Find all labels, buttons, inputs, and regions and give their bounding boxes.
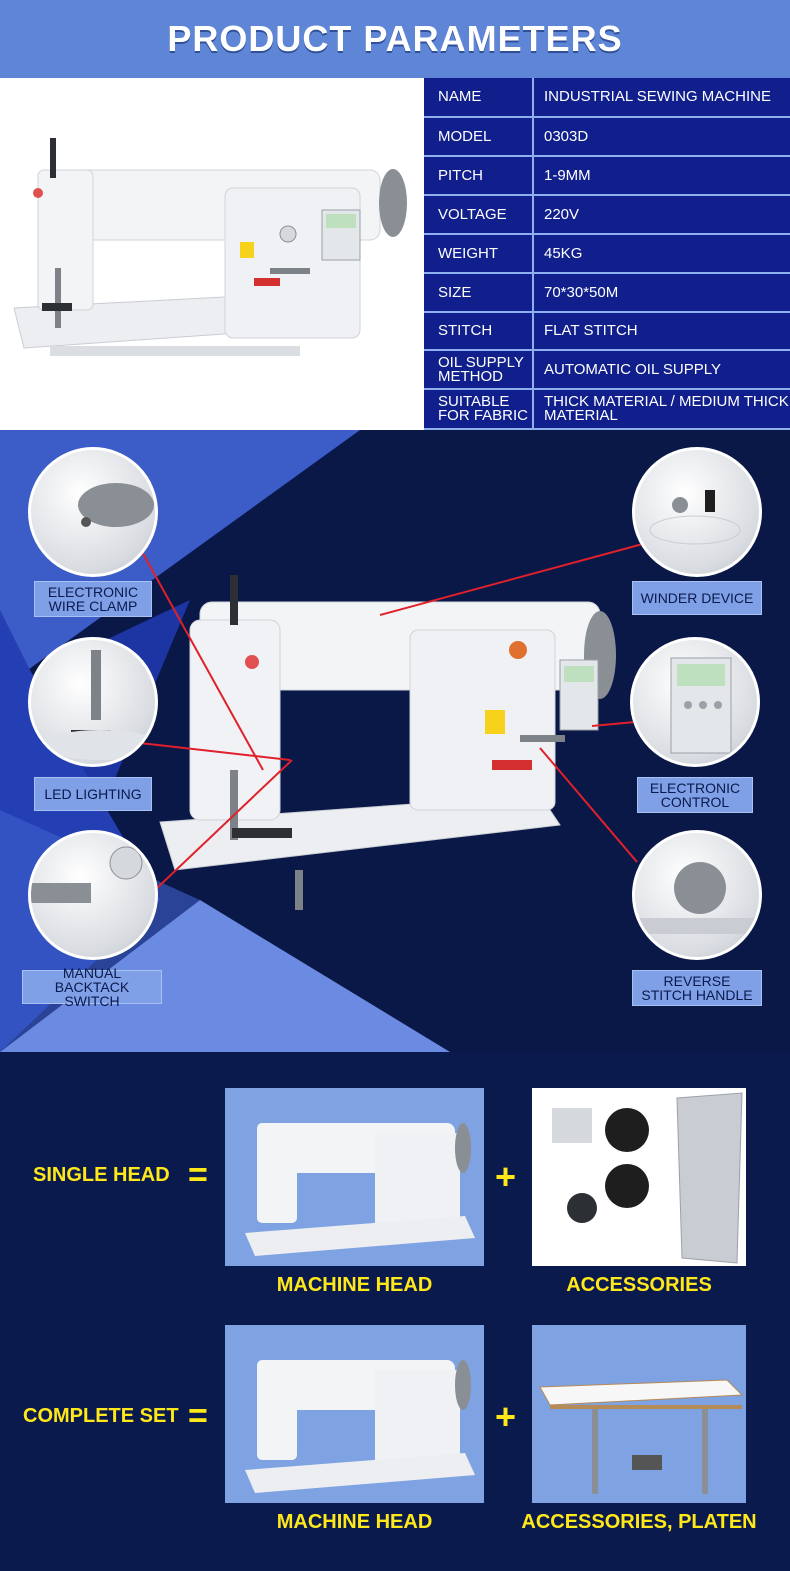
spec-row: PITCH 1-9MM	[424, 157, 790, 196]
spec-key: MODEL	[424, 118, 534, 155]
complete-machine-head-image	[225, 1325, 484, 1503]
single-machine-head-image	[225, 1088, 484, 1266]
sewing-machine-illustration	[13, 138, 407, 356]
spec-value: 0303D	[544, 127, 589, 145]
spec-key: NAME	[424, 78, 534, 116]
electronic-control-closeup	[630, 637, 760, 767]
backtack-switch-closeup	[28, 830, 158, 960]
bundle-section: SINGLE HEAD = + MACHINE HEAD ACCESSORIES…	[0, 1052, 790, 1571]
led-lighting-closeup	[28, 637, 158, 767]
spec-key: STITCH	[424, 313, 534, 349]
label-reverse-handle: REVERSE STITCH HANDLE	[632, 970, 762, 1006]
complete-equals: =	[188, 1397, 208, 1435]
spec-key: PITCH	[424, 157, 534, 194]
complete-caption-accessories-platen: ACCESSORIES, PLATEN	[521, 1511, 757, 1533]
spec-value: THICK MATERIAL / MEDIUM THICK MATERIAL	[544, 393, 789, 424]
single-caption-machine-head: MACHINE HEAD	[276, 1274, 433, 1296]
label-electronic-control: ELECTRONIC CONTROL	[637, 777, 753, 813]
spec-row: OIL SUPPLY METHOD AUTOMATIC OIL SUPPLY	[424, 351, 790, 390]
spec-key: VOLTAGE	[424, 196, 534, 233]
label-winder-device: WINDER DEVICE	[632, 581, 762, 615]
spec-key: SUITABLE FOR FABRIC	[424, 390, 534, 428]
spec-value: 70*30*50M	[544, 283, 619, 301]
spec-row: NAME INDUSTRIAL SEWING MACHINE	[424, 78, 790, 118]
spec-row: STITCH FLAT STITCH	[424, 313, 790, 351]
spec-table: NAME INDUSTRIAL SEWING MACHINE MODEL 0303D P…	[424, 78, 790, 430]
spec-row: SIZE 70*30*50M	[424, 274, 790, 313]
single-caption-accessories: ACCESSORIES	[566, 1274, 712, 1296]
feature-section: ELECTRONIC WIRE CLAMP LED LIGHTING MANUA…	[0, 430, 790, 1052]
spec-value: 45KG	[544, 244, 583, 262]
spec-value: INDUSTRIAL SEWING MACHINE	[544, 88, 771, 105]
single-head-label: SINGLE HEAD	[33, 1164, 170, 1186]
spec-key: OIL SUPPLY METHOD	[424, 351, 534, 388]
label-wire-clamp: ELECTRONIC WIRE CLAMP	[34, 581, 152, 617]
product-image	[0, 78, 424, 430]
product-parameters-section: NAME INDUSTRIAL SEWING MACHINE MODEL 0303D P…	[0, 78, 790, 430]
spec-row: WEIGHT 45KG	[424, 235, 790, 274]
spec-row: MODEL 0303D	[424, 118, 790, 157]
page-title: PRODUCT PARAMETERS	[167, 18, 623, 59]
label-backtack-switch: MANUAL BACKTACK SWITCH	[22, 966, 162, 1008]
spec-value: FLAT STITCH	[544, 322, 638, 339]
label-led-lighting: LED LIGHTING	[34, 777, 152, 811]
platen-table-image	[532, 1325, 746, 1503]
complete-set-label: COMPLETE SET	[23, 1405, 179, 1427]
spec-value: AUTOMATIC OIL SUPPLY	[544, 360, 721, 378]
accessories-image	[532, 1088, 746, 1266]
single-plus: +	[495, 1156, 517, 1197]
spec-value: 220V	[544, 205, 580, 223]
single-equals: =	[188, 1156, 208, 1194]
wire-clamp-closeup	[28, 447, 158, 577]
complete-plus: +	[495, 1396, 517, 1437]
reverse-handle-closeup	[632, 830, 762, 960]
winder-device-closeup	[632, 447, 762, 577]
spec-key: WEIGHT	[424, 235, 534, 272]
spec-row: SUITABLE FOR FABRIC THICK MATERIAL / MEDI…	[424, 390, 790, 430]
spec-row: VOLTAGE 220V	[424, 196, 790, 235]
spec-key: SIZE	[424, 274, 534, 311]
page-header: PRODUCT PARAMETERS	[0, 0, 790, 78]
complete-caption-machine-head: MACHINE HEAD	[276, 1511, 433, 1533]
spec-value: 1-9MM	[544, 166, 591, 184]
